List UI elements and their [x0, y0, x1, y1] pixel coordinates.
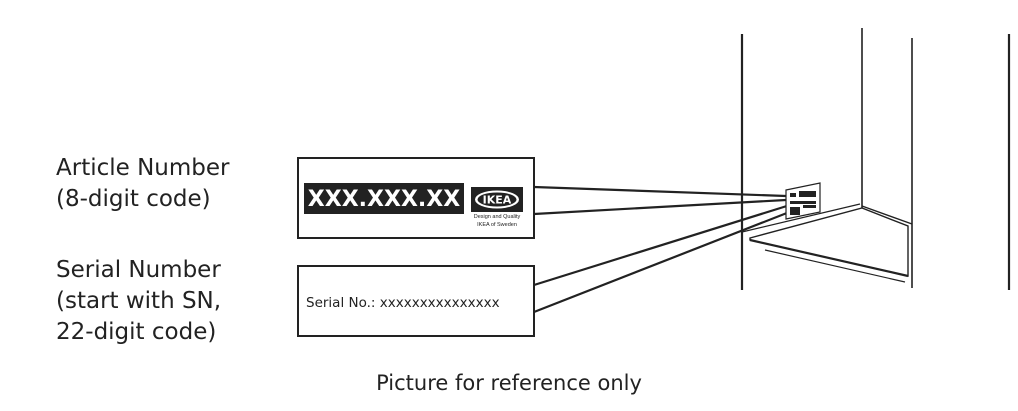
serial-number-box: Serial No.: xxxxxxxxxxxxxxx	[297, 265, 535, 337]
serial-number-text: Serial No.: xxxxxxxxxxxxxxx	[306, 295, 500, 311]
ikea-logo: IKEA	[471, 187, 523, 212]
reference-caption: Picture for reference only	[376, 371, 642, 395]
tagline-design-quality: Design and Quality	[474, 214, 521, 220]
article-code-bar	[304, 183, 464, 214]
leader-lines	[533, 185, 793, 314]
article-code-text: XXX.XXX.XX	[308, 187, 460, 212]
tagline-ikea-of-sweden: IKEA of Sweden	[477, 222, 517, 228]
cabinet-drawing	[740, 28, 1011, 290]
cabinet-label-sticker	[785, 182, 821, 220]
article-number-label: Article Number (8-digit code)	[56, 155, 230, 212]
ikea-logo-text: IKEA	[483, 194, 512, 207]
serial-number-label: Serial Number (start with SN, 22-digit c…	[56, 257, 222, 345]
article-number-box: XXX.XXX.XX IKEA Design and Quality IKEA …	[297, 157, 535, 239]
